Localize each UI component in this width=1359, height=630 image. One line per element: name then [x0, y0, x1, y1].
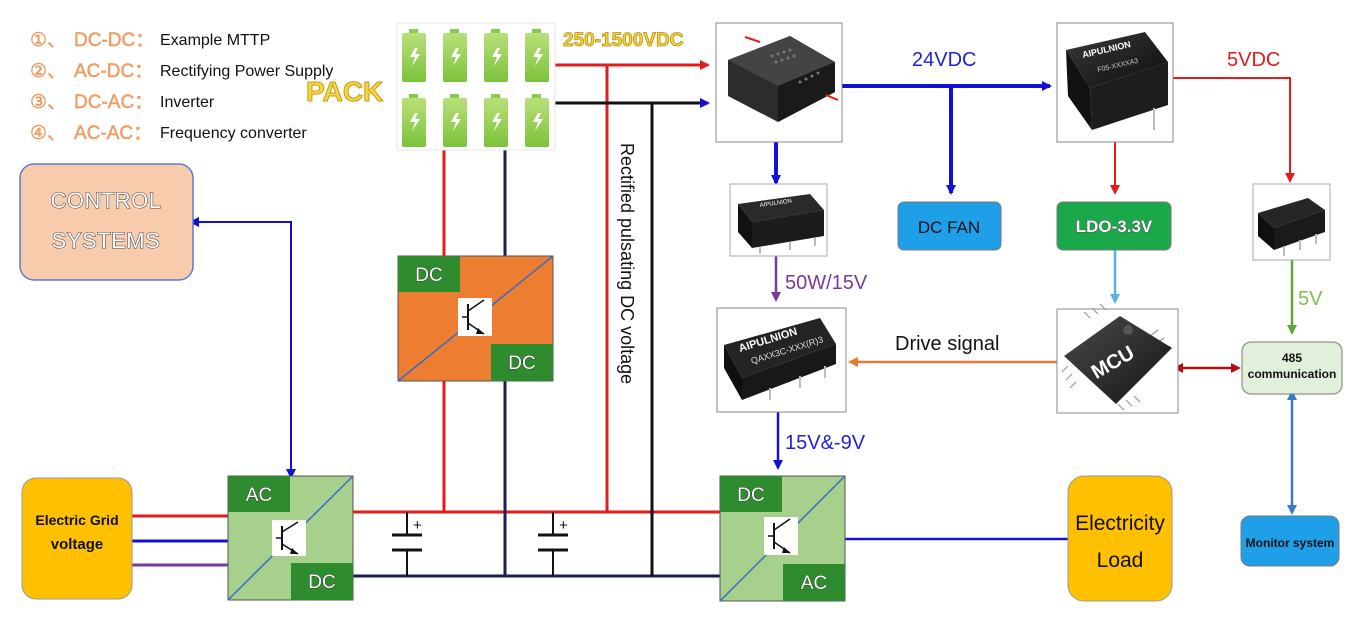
legend-item-dc-dc: ①、 DC-DC： Example MTTP [30, 30, 270, 51]
battery-icon [525, 94, 549, 147]
label-5vdc: 5VDC [1227, 49, 1280, 71]
battery-icon [484, 94, 508, 147]
dcdc-tag-bottom: DC [508, 353, 535, 374]
battery-icon [525, 29, 549, 82]
legend-desc: Rectifying Power Supply [160, 63, 333, 80]
dc-dc-converter[interactable]: DC DC [397, 255, 554, 382]
control-systems-line2: SYSTEMS [52, 228, 161, 253]
ac-dc-converter[interactable]: AC DC [227, 475, 354, 601]
dc-fan-label: DC FAN [918, 218, 980, 237]
comm-line1: 485 [1282, 351, 1302, 365]
legend-desc: Frequency converter [160, 125, 307, 142]
control-systems-box[interactable]: CONTROL SYSTEMS [19, 163, 194, 281]
battery-icon [484, 29, 508, 82]
battery-icon [443, 94, 467, 147]
transistor-icon [272, 520, 306, 556]
legend-key: DC-AC： [74, 92, 153, 113]
small-dc-module: AIPULNION [729, 183, 828, 257]
legend-num: ③、 [30, 92, 66, 113]
aipulnion-module-5v: AIPULNION F05-XXXXA3 [1056, 22, 1174, 143]
svg-text:+: + [413, 517, 422, 534]
dcac-tag-bottom: AC [801, 573, 827, 594]
label-drive-signal: Drive signal [895, 333, 999, 355]
pack-voltage-label: 250-1500VDC [563, 30, 684, 51]
capacitor-1: + [392, 512, 422, 576]
pack-label: PACK [306, 76, 383, 107]
label-15v-9v: 15V&-9V [785, 432, 866, 454]
capacitor-2: + [538, 512, 568, 576]
battery-icon [443, 29, 467, 82]
wire-5vdc [1173, 77, 1295, 183]
electricity-load-box[interactable]: Electricity Load [1067, 475, 1173, 602]
dc-ac-converter[interactable]: DC AC [719, 475, 846, 602]
battery-cells [402, 29, 549, 147]
dc-power-module [715, 22, 843, 143]
dcac-tag-top: DC [737, 485, 764, 506]
legend-key: DC-DC： [74, 30, 154, 51]
legend-key: AC-DC： [74, 61, 153, 82]
load-line2: Load [1097, 549, 1144, 572]
acdc-tag-bottom: DC [308, 572, 335, 593]
rs485-communication-box[interactable]: 485 communication [1241, 341, 1343, 395]
monitor-label: Monitor system [1246, 536, 1335, 550]
dcdc-tag-top: DC [415, 265, 442, 286]
driver-module: AIPULNION QAXX3C-XXX(R)3 [716, 307, 847, 413]
ldo-box[interactable]: LDO-3.3V [1056, 201, 1172, 251]
legend-desc: Example MTTP [160, 32, 270, 49]
comm-line2: communication [1248, 367, 1337, 381]
label-5v: 5V [1298, 288, 1323, 310]
rectified-voltage-label: Rectified pulsating DC voltage [617, 143, 637, 384]
small-5v-module [1252, 183, 1331, 261]
legend: ①、 DC-DC： Example MTTP ②、 AC-DC： Rectify… [30, 30, 334, 144]
load-line1: Electricity [1075, 512, 1165, 535]
wires [131, 60, 1297, 578]
electric-grid-box[interactable]: Electric Grid voltage [21, 477, 133, 600]
ldo-label: LDO-3.3V [1076, 217, 1153, 236]
legend-num: ②、 [30, 61, 66, 82]
svg-text:+: + [559, 517, 568, 534]
small-module-brand: AIPULNION [759, 199, 792, 209]
transistor-icon [458, 298, 492, 336]
legend-item-dc-ac: ③、 DC-AC： Inverter [30, 92, 215, 113]
legend-item-ac-ac: ④、 AC-AC： Frequency converter [30, 123, 308, 144]
transistor-icon [764, 517, 798, 555]
legend-num: ①、 [30, 30, 66, 51]
legend-desc: Inverter [160, 94, 215, 111]
dc-fan-box[interactable]: DC FAN [897, 201, 1002, 251]
battery-icon [402, 29, 426, 82]
monitor-system-box[interactable]: Monitor system [1240, 515, 1340, 567]
legend-num: ④、 [30, 123, 66, 144]
label-50w-15v: 50W/15V [785, 272, 868, 294]
battery-pack: PACK [306, 22, 556, 151]
control-systems-line1: CONTROL [50, 188, 161, 213]
grid-line1: Electric Grid [35, 512, 118, 528]
grid-line2: voltage [51, 536, 104, 553]
battery-icon [402, 94, 426, 147]
acdc-tag-top: AC [246, 485, 272, 506]
mcu-box[interactable]: MCU [1056, 303, 1179, 414]
label-24vdc: 24VDC [912, 49, 976, 71]
legend-item-ac-dc: ②、 AC-DC： Rectifying Power Supply [30, 61, 334, 82]
legend-key: AC-AC： [74, 123, 152, 144]
control-link-wire [189, 217, 296, 479]
